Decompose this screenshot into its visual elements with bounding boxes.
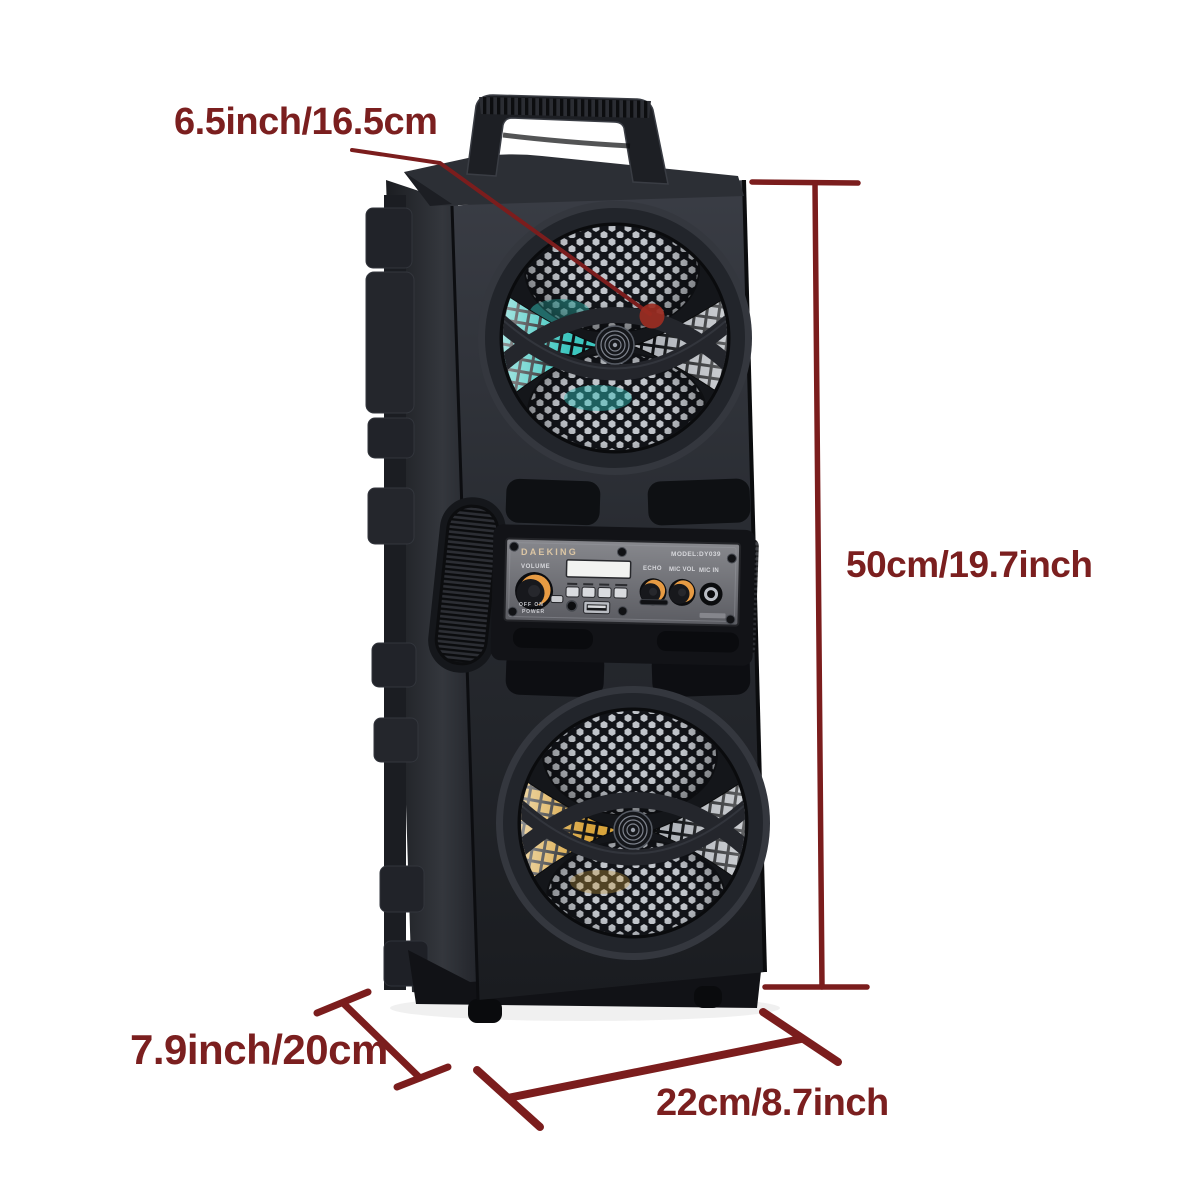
- panel-buttons: [565, 586, 628, 599]
- lower-speaker-grille: [496, 686, 770, 960]
- lower-center-medallion: [613, 810, 653, 850]
- slider-slot: [639, 599, 669, 606]
- power-switch-label: OFF ON: [519, 602, 544, 608]
- driver-marker-dot: [639, 303, 665, 329]
- echo-label: ECHO: [643, 566, 662, 572]
- driver-leader-line: [350, 148, 665, 329]
- mic-volume-knob: [668, 578, 696, 606]
- height-dimension-line: [749, 179, 870, 990]
- depth-label: 7.9inch/20cm: [130, 1026, 388, 1073]
- height-label: 50cm/19.7inch: [846, 544, 1093, 585]
- usb-port: [583, 600, 611, 615]
- depth-dimension-line: [313, 988, 452, 1091]
- control-panel: [490, 524, 756, 666]
- lcd-display: [565, 559, 632, 579]
- upper-center-medallion: [595, 325, 635, 365]
- panel-screws: [507, 541, 737, 625]
- volume-label: VOLUME: [521, 564, 551, 570]
- front-foot: [468, 999, 502, 1023]
- spec-sticker: [699, 612, 726, 619]
- mic-vol-label: MIC VOL: [669, 567, 696, 573]
- mic-in-jack: [699, 582, 723, 606]
- rear-foot: [694, 986, 722, 1008]
- power-switch: [550, 594, 564, 604]
- side-grip: [428, 497, 506, 673]
- aux-jack: [565, 600, 578, 612]
- upper-speaker-grille: [478, 201, 752, 475]
- dimension-lines: [313, 148, 870, 1131]
- carry-handle: [466, 94, 669, 185]
- mic-in-label: MIC IN: [699, 568, 719, 574]
- power-label: POWER: [522, 609, 545, 615]
- volume-knob: [515, 572, 554, 611]
- width-label: 22cm/8.7inch: [656, 1082, 889, 1124]
- brand-logo-text: DAEKING: [521, 547, 578, 557]
- button-captions: [567, 582, 628, 587]
- width-dimension-line: [473, 1008, 842, 1131]
- echo-knob: [639, 578, 667, 606]
- driver-size-label: 6.5inch/16.5cm: [174, 101, 438, 143]
- model-number-label: MODEL:DY039: [671, 551, 721, 558]
